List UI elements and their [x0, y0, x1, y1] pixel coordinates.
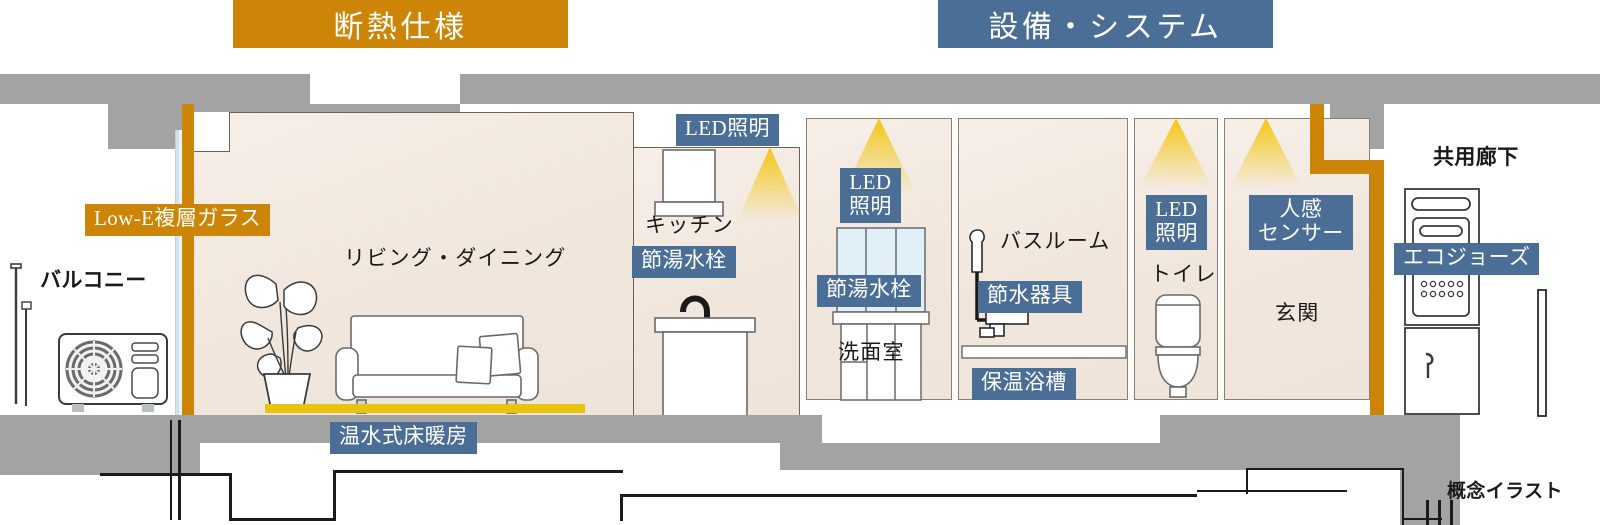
- toilet-fixture: [1152, 294, 1204, 400]
- eco-jozu-water-heater: [1404, 188, 1480, 415]
- insulation-strip-right-top: [1310, 104, 1324, 174]
- outline-15: [1426, 500, 1429, 525]
- room-label-bathroom: バスルーム: [1000, 229, 1111, 253]
- outline-4: [333, 470, 336, 521]
- outline-1: [100, 473, 232, 476]
- tag-kitchen-faucet: 節湯水栓: [632, 246, 736, 278]
- outline-5: [333, 470, 623, 473]
- tag-floor-heating: 温水式床暖房: [330, 422, 477, 454]
- toilet-light-cone: [1138, 118, 1214, 190]
- floor-slab-step-c: [1160, 415, 1240, 443]
- entrance-light-cone: [1228, 118, 1304, 190]
- washroom-vanity: [832, 227, 930, 401]
- corridor-post: [1537, 289, 1548, 418]
- houseplant: [240, 262, 332, 410]
- living-dining-upper-wall: [194, 112, 230, 152]
- outline-2: [229, 473, 232, 521]
- footnote-label: 概念イラスト: [1447, 481, 1563, 502]
- outline-10: [1246, 468, 1404, 470]
- outline-14: [178, 420, 181, 520]
- tag-low-e-glass: Low-E複層ガラス: [85, 204, 271, 236]
- room-label-kitchen: キッチン: [645, 213, 735, 237]
- tag-washroom-led: LED 照明: [840, 168, 901, 224]
- insulation-strip-right-horizontal: [1310, 160, 1384, 174]
- ceiling-slab-right: [1400, 74, 1600, 104]
- bathroom-shower-fixture: [966, 228, 1046, 340]
- banner-insulation: 断熱仕様: [233, 0, 568, 48]
- outline-12: [1402, 518, 1442, 520]
- outline-16: [1438, 500, 1441, 525]
- room-label-toilet: トイレ: [1150, 262, 1217, 286]
- tag-washroom-faucet: 節湯水栓: [817, 275, 921, 307]
- ac-outdoor-unit: [58, 333, 168, 415]
- tag-bath-water-saving: 節水器具: [978, 281, 1082, 313]
- outline-3: [232, 518, 336, 521]
- floor-slab-step-b: [780, 443, 1460, 470]
- sofa: [335, 315, 540, 415]
- tag-entrance-motion-sensor: 人感 センサー: [1249, 195, 1353, 251]
- outline-11: [1402, 468, 1404, 525]
- outline-9: [1246, 468, 1248, 494]
- room-label-common-corridor: 共用廊下: [1433, 146, 1519, 169]
- kitchen-light-cone: [735, 147, 805, 222]
- outline-17: [1450, 500, 1453, 525]
- banner-equipment: 設備・システム: [938, 0, 1273, 48]
- floor-heating-strip: [265, 404, 585, 413]
- ceiling-slab-left: [0, 74, 310, 104]
- room-label-entrance: 玄関: [1275, 301, 1320, 325]
- tag-eco-jozu: エコジョーズ: [1394, 243, 1540, 275]
- tag-toilet-led: LED 照明: [1146, 195, 1207, 251]
- outline-6: [620, 494, 623, 521]
- outline-13: [170, 420, 172, 520]
- room-label-washroom: 洗面室: [838, 340, 905, 364]
- balcony-railing: [8, 263, 34, 409]
- room-label-balcony: バルコニー: [40, 269, 147, 292]
- ceiling-slab-main: [460, 74, 1400, 104]
- kitchen-sink-counter: [654, 282, 756, 417]
- insulation-strip-right: [1370, 160, 1384, 416]
- tag-bath-insulated-tub: 保温浴槽: [972, 368, 1076, 400]
- floor-slab-left: [0, 415, 200, 475]
- outline-7: [620, 494, 1197, 497]
- outline-8: [1197, 490, 1347, 492]
- tag-kitchen-led: LED照明: [676, 114, 779, 146]
- floor-slab-step-d: [1240, 415, 1400, 443]
- bathtub: [961, 345, 1127, 360]
- floor-slab-step-a: [700, 415, 822, 443]
- insulation-strip-left: [182, 104, 194, 416]
- room-label-living-dining: リビング・ダイニング: [344, 246, 567, 270]
- kitchen-range-hood: [654, 149, 724, 222]
